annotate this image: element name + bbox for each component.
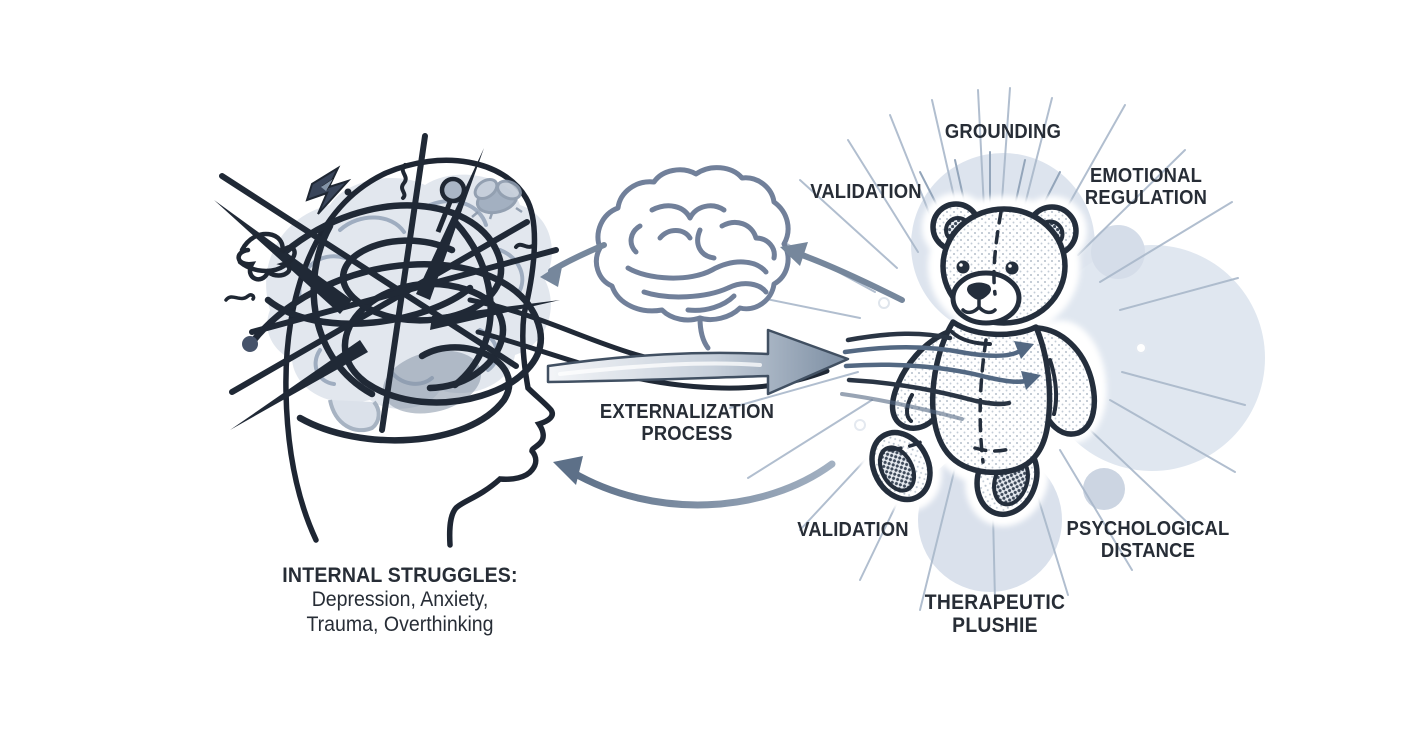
feedback-arrow-bottom-icon (553, 456, 836, 509)
fly-scribble-icon (471, 177, 523, 220)
label-therapeutic-plushie: THERAPEUTIC PLUSHIE (924, 591, 1066, 637)
flow-lines-icon (840, 331, 1041, 421)
internal-struggles-line1: Depression, Anxiety, (311, 588, 489, 611)
internal-struggles-line2: Trauma, Overthinking (306, 612, 494, 636)
brain-icon (594, 165, 791, 351)
scribble-knot-icon (236, 231, 297, 282)
label-externalization-process: EXTERNALIZATION PROCESS (599, 401, 775, 445)
tangled-mind-head-icon (214, 133, 830, 548)
externalization-arrow-icon (546, 328, 850, 396)
lightning-icon (305, 165, 352, 215)
label-validation-upper: VALIDATION (810, 181, 922, 203)
internal-struggles-title: INTERNAL STRUGGLES: (282, 564, 518, 587)
label-internal-struggles: INTERNAL STRUGGLES: Depression, Anxiety,… (277, 564, 523, 637)
feedback-arrow-top-icon (540, 242, 905, 303)
label-psychological-distance: PSYCHOLOGICAL DISTANCE (1066, 518, 1230, 562)
label-emotional-regulation: EMOTIONAL REGULATION (1084, 165, 1208, 209)
label-grounding: GROUNDING (944, 121, 1062, 143)
antenna-dot-icon (435, 176, 467, 233)
label-validation-lower: VALIDATION (797, 519, 909, 541)
